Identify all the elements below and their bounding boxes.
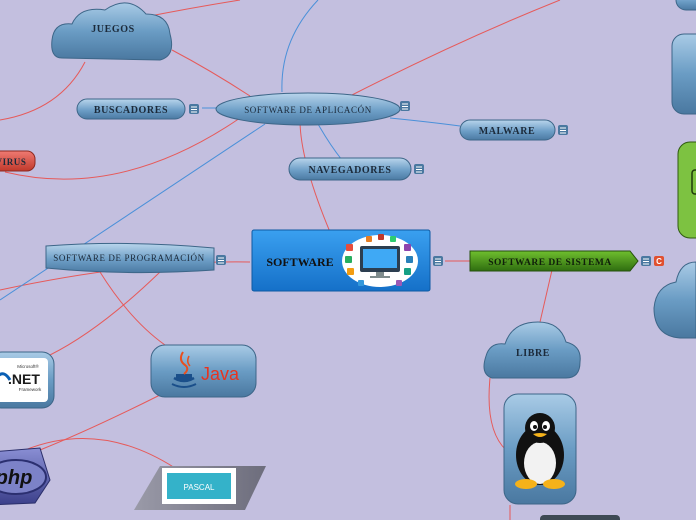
partial-node-topright[interactable] [675,0,696,11]
link-libre-tux [488,377,507,451]
link-juegos-left [0,61,86,121]
sistema-shape [469,250,639,272]
link-aplicacion-juegos [171,49,251,97]
node-java[interactable]: Java [150,344,257,398]
antivirus-shape [0,150,36,172]
link-java-php [39,394,161,451]
libre-label: LIBRE [516,348,550,359]
node-aplicacion[interactable]: SOFTWARE DE APLICACÓN [215,92,410,126]
programacion-menu-icon[interactable] [216,255,226,265]
programacion-label: SOFTWARE DE PROGRAMACIÓN [53,253,204,263]
link-programacion-dotnet [49,271,161,356]
partial-node-right-cloud[interactable] [653,261,696,339]
link-aplicacion-top-blue [281,0,319,93]
navegadores-label: NAVEGADORES [308,165,391,176]
central-label: SOFTWARE [266,255,333,269]
node-buscadores[interactable]: BUSCADORES [76,98,199,120]
node-navegadores[interactable]: NAVEGADORES [288,157,424,181]
link-programacion-java [99,271,166,346]
buscadores-shape [76,98,186,120]
node-central[interactable]: SOFTWARE [251,229,443,292]
malware-menu-icon[interactable] [558,125,568,135]
juegos-cloud-shape [51,2,173,61]
buscadores-label: BUSCADORES [94,105,168,116]
java-logo-text: Java [201,364,240,384]
linux-penguin-icon [515,413,565,489]
aplicacion-label: SOFTWARE DE APLICACÓN [244,105,372,115]
link-aplicacion-topright [349,0,561,97]
php-text: php [0,467,32,489]
sistema-menu-icon[interactable] [641,256,651,266]
link-aplicacion-malware [389,117,461,127]
java-card [150,344,257,398]
node-php[interactable]: php [0,447,51,506]
node-libre[interactable]: LIBRE [483,321,581,379]
software-apps-icon [342,234,418,287]
sistema-label: SOFTWARE DE SISTEMA [488,258,612,268]
java-cup-icon [171,351,197,388]
dotnet-swoosh-icon [0,372,12,381]
sistema-badge[interactable]: C [654,256,664,266]
partial-card-bottom [540,515,620,520]
link-php-pascal [24,437,176,469]
partial-node-right-blue[interactable] [671,33,696,115]
central-menu-icon[interactable] [433,256,443,266]
partial-node-right-green[interactable] [677,141,696,239]
malware-label: MALWARE [479,126,536,137]
buscadores-menu-icon[interactable] [189,104,199,114]
node-malware[interactable]: MALWARE [459,119,568,141]
node-sistema[interactable]: SOFTWARE DE SISTEMA C [469,250,664,272]
node-antivirus[interactable]: VIRUS [0,150,36,172]
sistema-badge-label: C [656,257,662,266]
pascal-inner [167,473,231,499]
node-pascal[interactable]: PASCAL [134,466,266,510]
node-programacion[interactable]: SOFTWARE DE PROGRAMACIÓN [45,242,226,274]
dotnet-sub-text: Framework [19,387,42,392]
link-sistema-libre [539,269,553,323]
link-aplicacion-antivirus [4,117,241,180]
libre-cloud-shape [483,321,581,379]
programacion-shape [45,242,215,274]
navegadores-menu-icon[interactable] [414,164,424,174]
dotnet-small-text: Microsoft® [17,363,39,369]
pascal-text: PASCAL [184,483,216,492]
dotnet-text: .NET [8,371,40,387]
node-juegos[interactable]: JUEGOS [51,2,173,61]
antivirus-label: VIRUS [0,157,27,167]
link-aplicacion-left-blue [0,123,266,301]
navegadores-shape [288,157,412,181]
link-aplicacion-navegadores [317,123,343,161]
php-oval [0,459,47,495]
juegos-label: JUEGOS [91,24,135,35]
malware-shape [459,119,556,141]
node-linux[interactable] [503,393,577,505]
aplicacion-menu-icon[interactable] [400,101,410,111]
dotnet-plate [0,358,48,402]
node-dotnet[interactable]: Microsoft® .NET Framework [0,351,55,409]
